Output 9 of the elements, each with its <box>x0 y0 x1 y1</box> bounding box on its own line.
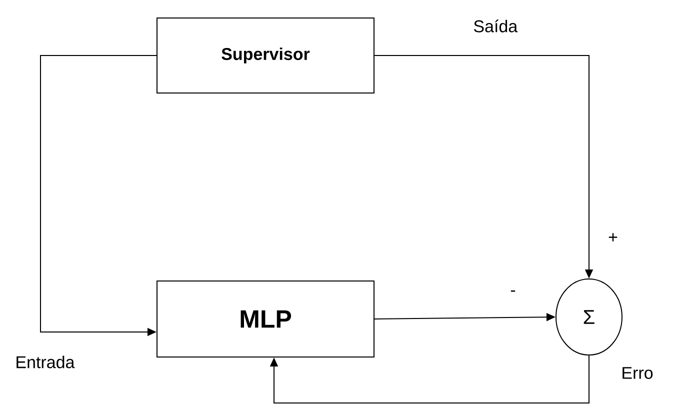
signal-label: Erro <box>622 367 653 379</box>
process-box: Supervisor <box>156 18 374 94</box>
process-box: MLP <box>156 280 374 358</box>
signal-label: Saída <box>474 20 518 32</box>
signal-label: Entrada <box>16 356 75 368</box>
signal-label: + <box>608 233 618 242</box>
arrow <box>270 355 590 404</box>
signal-label: - <box>510 290 516 292</box>
summing-junction: Σ <box>556 278 622 356</box>
